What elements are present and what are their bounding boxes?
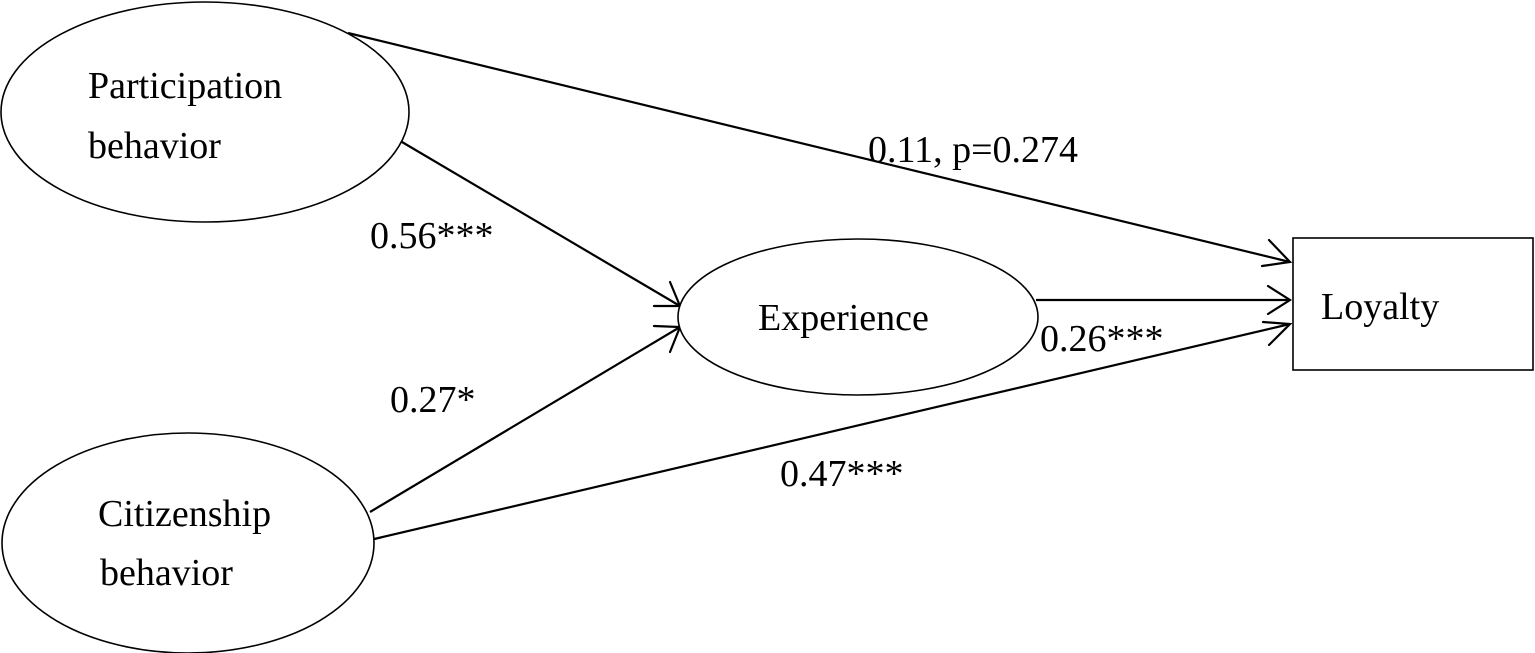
edge-label-experience-loyalty: 0.26*** bbox=[1040, 318, 1164, 360]
node-participation-line-2: behavior bbox=[88, 125, 221, 167]
node-loyalty: Loyalty bbox=[1292, 237, 1534, 371]
node-citizenship-line-2: behavior bbox=[100, 552, 233, 594]
node-citizenship-line-1: Citizenship bbox=[98, 493, 271, 535]
edge-participation-experience: 0.56*** bbox=[370, 141, 682, 308]
edge-label-participation-experience: 0.56*** bbox=[370, 215, 494, 257]
edge-experience-loyalty: 0.26*** bbox=[1036, 284, 1293, 360]
edge-label-citizenship-experience: 0.27* bbox=[390, 379, 476, 421]
node-citizenship: Citizenship behavior bbox=[1, 432, 375, 653]
node-experience: Experience bbox=[677, 238, 1039, 396]
edge-participation-loyalty: 0.11, p=0.274 bbox=[347, 31, 1293, 268]
node-loyalty-label: Loyalty bbox=[1321, 286, 1439, 328]
node-experience-label: Experience bbox=[758, 297, 929, 339]
edge-citizenship-experience: 0.27* bbox=[369, 324, 682, 513]
edge-label-citizenship-loyalty: 0.47*** bbox=[780, 453, 904, 495]
node-participation: Participation behavior bbox=[0, 1, 410, 223]
node-participation-line-1: Participation bbox=[88, 65, 282, 107]
edge-label-participation-loyalty: 0.11, p=0.274 bbox=[868, 129, 1078, 171]
edge-citizenship-loyalty: 0.47*** bbox=[369, 320, 1293, 542]
